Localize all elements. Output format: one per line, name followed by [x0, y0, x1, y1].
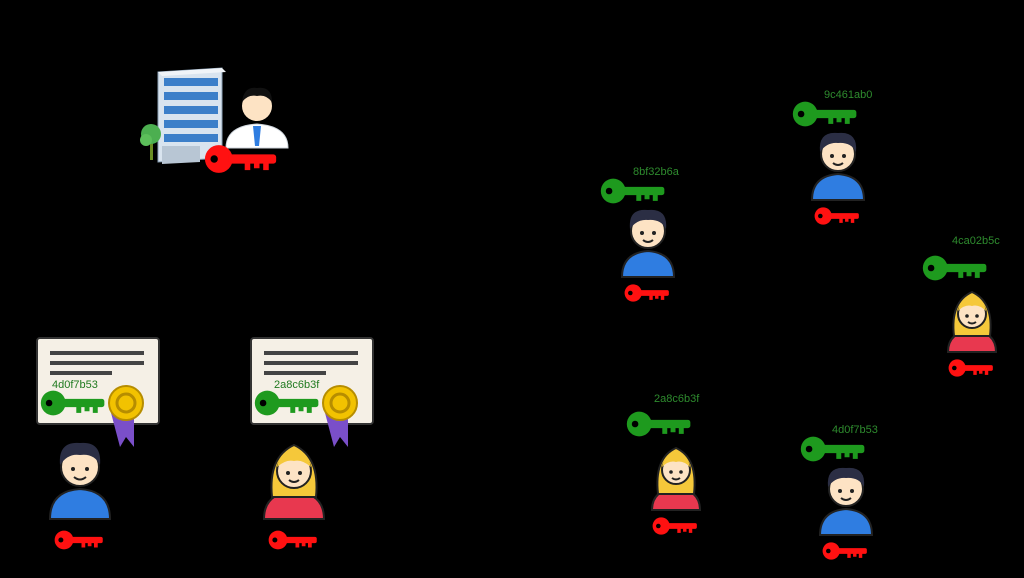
private-key-icon	[54, 530, 103, 550]
private-key-icon	[268, 530, 317, 550]
private-key-icon	[624, 284, 669, 302]
businessman-icon	[225, 87, 289, 149]
private-key-icon	[204, 145, 277, 173]
certificate-authority	[136, 62, 296, 182]
user-9c461ab0: 9c461ab0	[790, 88, 890, 228]
female-user-icon	[650, 446, 702, 511]
public-key-icon	[800, 436, 865, 462]
certificate-card-2: 2a8c6b3f	[250, 337, 374, 457]
public-key-icon	[254, 390, 319, 416]
user-4d0f7b53: 4d0f7b53	[798, 423, 898, 571]
public-key-icon	[792, 101, 857, 127]
public-key-icon	[626, 411, 691, 437]
user-8bf32b6a: 8bf32b6a	[600, 165, 700, 305]
certificate-holder-female	[262, 437, 326, 521]
private-key-icon	[822, 542, 867, 560]
user-2a8c6b3f: 2a8c6b3f	[624, 392, 724, 542]
public-key-id: 4ca02b5c	[952, 235, 1000, 247]
female-user-icon	[946, 290, 998, 353]
public-key-id: 4d0f7b53	[832, 424, 878, 436]
public-key-icon	[600, 178, 665, 204]
certificate-key-id: 2a8c6b3f	[274, 379, 320, 391]
public-key-icon	[922, 255, 987, 281]
male-user-icon	[818, 467, 874, 536]
public-key-id: 2a8c6b3f	[654, 393, 700, 405]
building-icon	[140, 67, 226, 164]
male-user-icon	[48, 442, 112, 520]
male-user-icon	[620, 209, 676, 278]
user-4ca02b5c: 4ca02b5c	[920, 234, 1020, 378]
certificate-card-1: 4d0f7b53	[36, 337, 160, 457]
public-key-icon	[40, 390, 105, 416]
certificate-key-id: 4d0f7b53	[52, 379, 98, 391]
private-key-icon	[948, 359, 993, 377]
female-user-icon	[262, 443, 326, 520]
private-key-icon	[652, 517, 697, 535]
male-user-icon	[810, 132, 866, 201]
public-key-id: 9c461ab0	[824, 89, 873, 101]
certificate-holder-male	[48, 437, 112, 521]
public-key-id: 8bf32b6a	[633, 166, 679, 178]
tree-icon	[140, 124, 161, 160]
private-key-icon	[814, 207, 859, 225]
